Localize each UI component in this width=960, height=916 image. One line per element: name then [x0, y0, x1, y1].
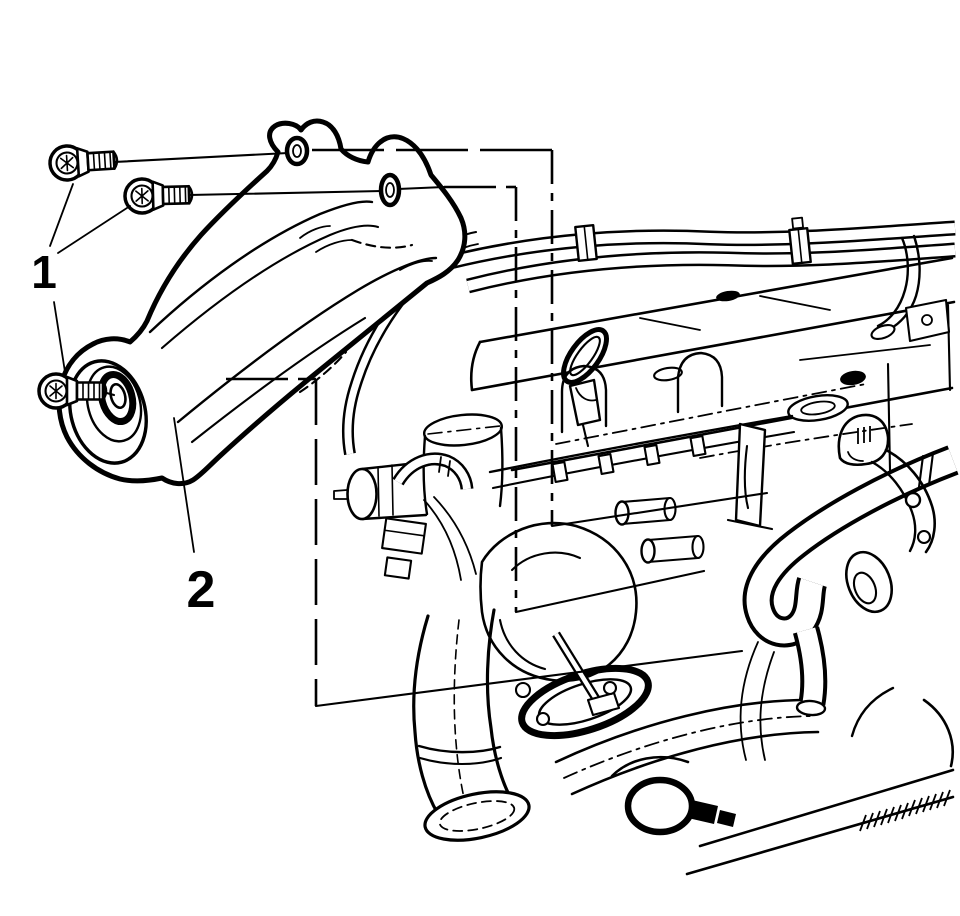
hose-fitting	[845, 550, 893, 614]
pipe-hanger-strap	[870, 234, 921, 341]
bolts	[37, 141, 446, 410]
exhaust-downpipe	[412, 608, 531, 842]
wiring	[423, 496, 775, 761]
intake-throttle	[333, 413, 504, 580]
callout-1-label: 1	[31, 246, 57, 298]
filler-cap-tower	[837, 413, 890, 467]
callouts: 1 2	[31, 183, 216, 619]
callout-1-leader	[53, 301, 66, 373]
downpipe-flange	[423, 790, 531, 842]
oil-cap-opening	[787, 394, 849, 422]
bracket-outline	[56, 118, 468, 487]
fuel-rail	[488, 414, 796, 490]
engine-mount-arm	[870, 448, 936, 554]
callout-1-leader	[49, 183, 74, 247]
bolt-axis-line	[112, 151, 290, 164]
heat-shield-band	[554, 698, 820, 796]
compressor-inlet	[624, 776, 696, 836]
hose-clamp	[574, 223, 598, 263]
callout-2-label: 2	[187, 561, 216, 619]
throttle-bore	[346, 467, 378, 521]
bracket-mounting-studs	[614, 422, 774, 564]
dipstick	[561, 327, 609, 448]
bolt-axis-line	[187, 185, 446, 197]
callout-1-leader	[57, 205, 131, 254]
radiator-hose	[742, 445, 959, 717]
cover-end-bracket	[904, 298, 951, 343]
bolt-2	[122, 175, 195, 216]
turbocharger	[479, 521, 736, 836]
drive-belt	[685, 686, 955, 876]
mount-bracket	[56, 118, 468, 487]
v-band-clamp	[518, 664, 652, 740]
bolt-1	[47, 141, 120, 183]
alignment-lines	[226, 148, 769, 708]
hose-clamp	[788, 216, 812, 266]
valve-cover	[469, 256, 956, 472]
callout-2-leader	[173, 417, 195, 553]
bolt-hole-front	[284, 135, 310, 167]
